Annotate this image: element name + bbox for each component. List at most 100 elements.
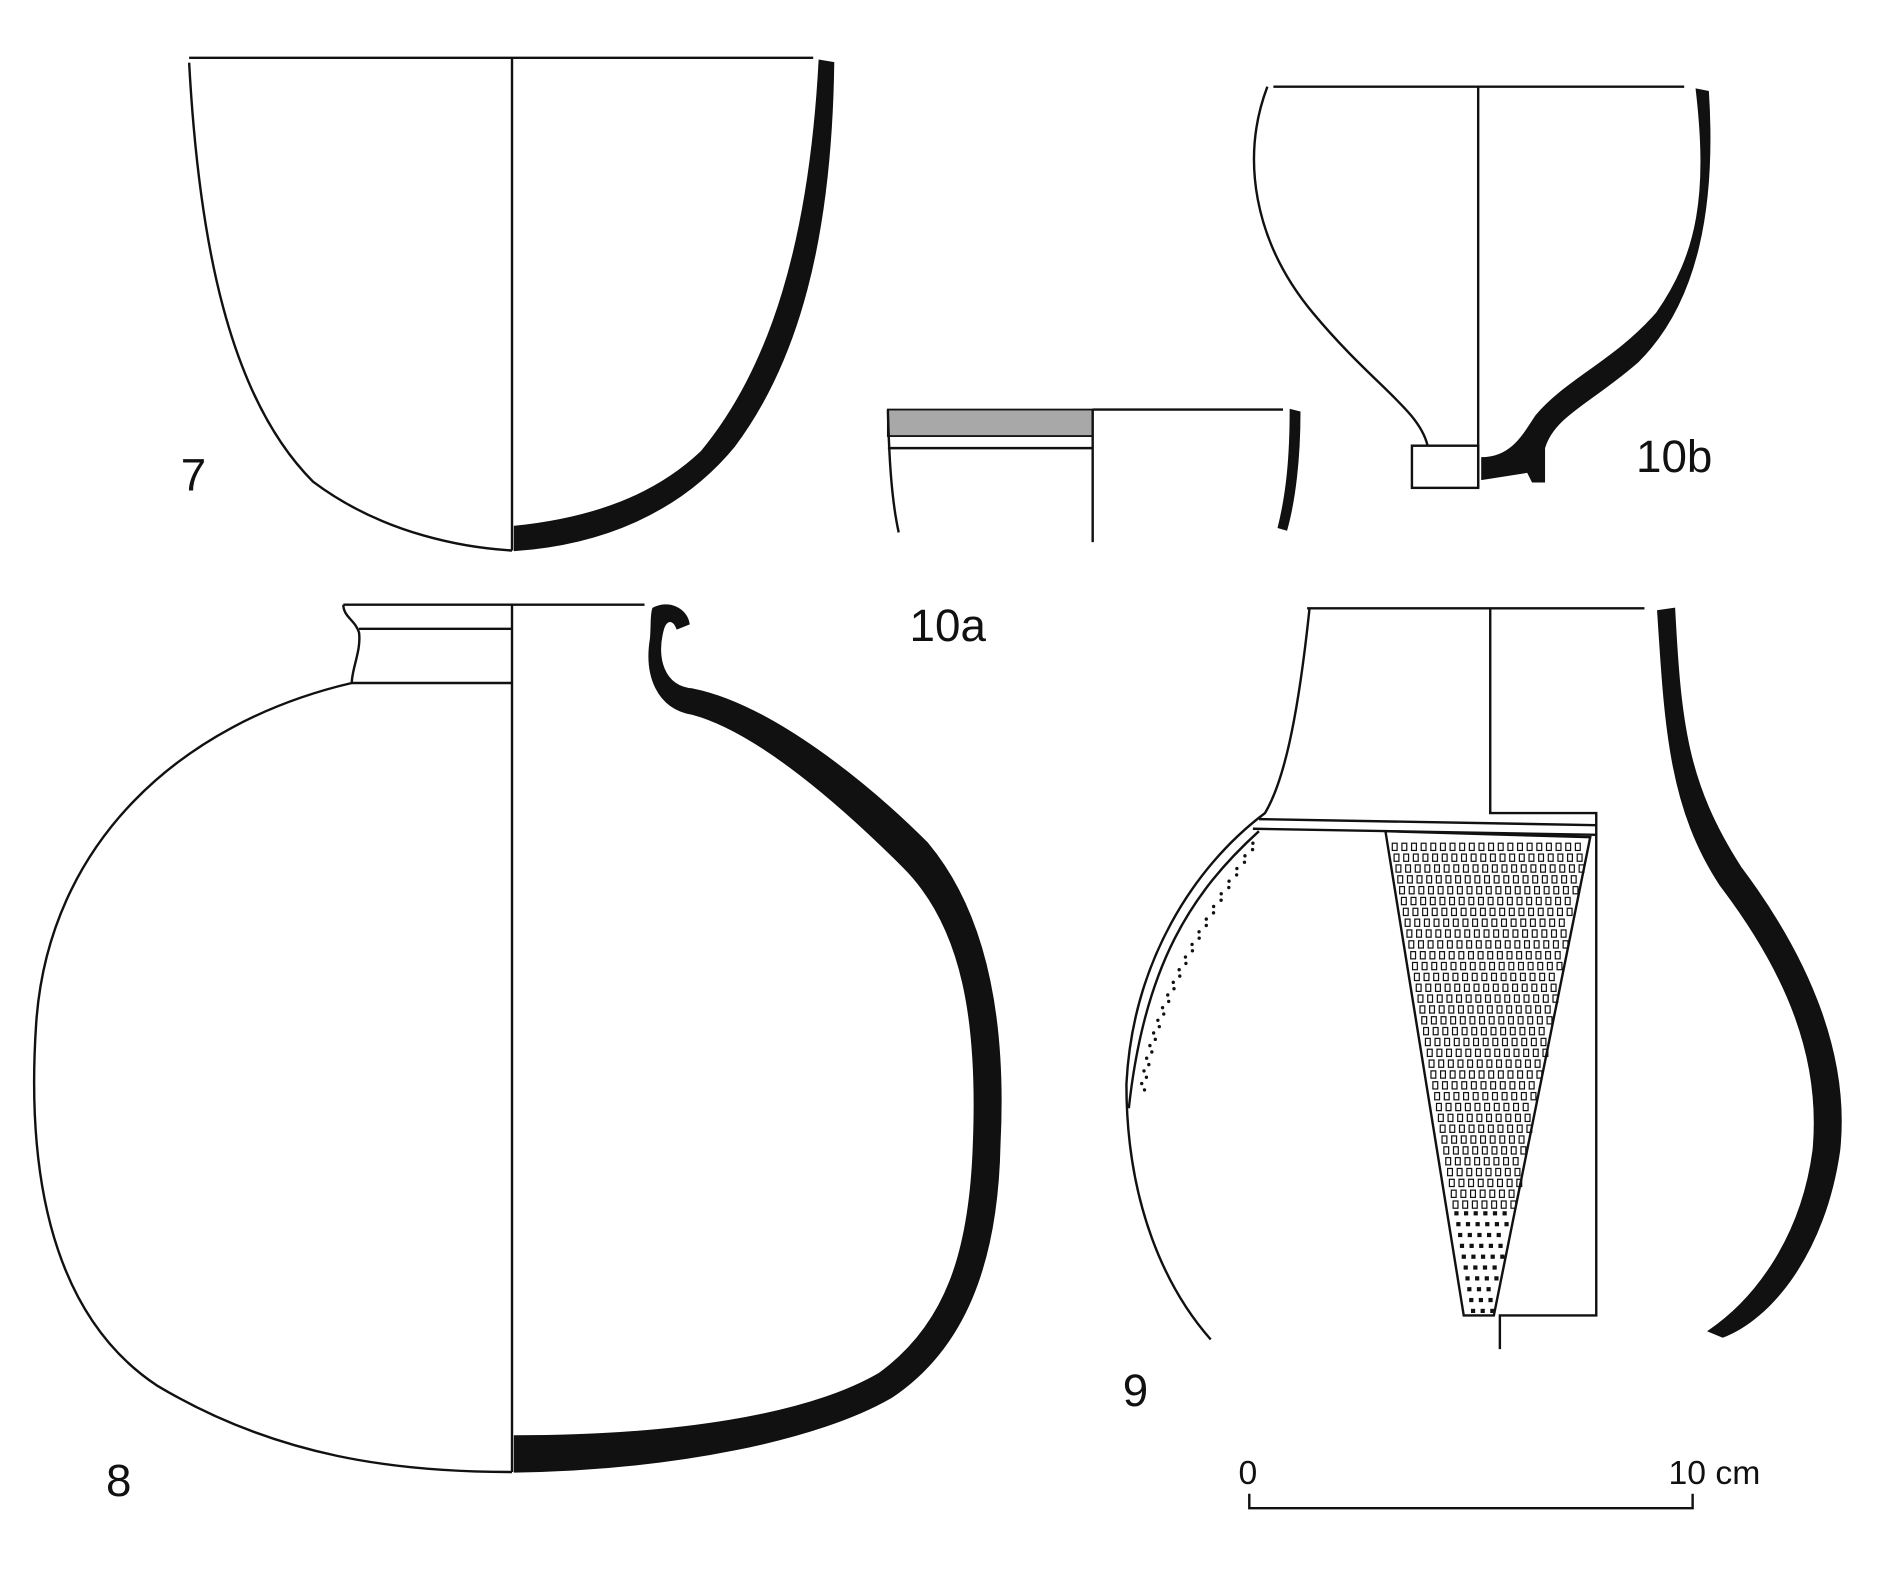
impression-mark [1437,885,1444,895]
impression-mark [1470,853,1477,862]
impression-mark [1475,994,1482,1003]
impression-mark [1427,940,1434,949]
impression-mark [1461,1254,1466,1259]
impression-mark [1485,940,1492,949]
impression-mark [1433,972,1440,982]
impression-mark [1441,853,1448,862]
stipple-dot [1160,1005,1165,1010]
impression-mark [1470,1081,1477,1090]
impression-mark [1488,1297,1493,1303]
stipple-dot [1151,1031,1156,1035]
impression-mark [1403,853,1410,862]
impressed-decoration [1140,841,1585,1314]
impression-mark [1461,1026,1468,1036]
impression-mark [1537,907,1544,917]
impression-mark [1554,951,1561,960]
impression-mark [1470,1308,1476,1314]
impression-mark [1432,1026,1439,1036]
impression-mark [1469,961,1476,971]
impression-mark [1496,1059,1503,1068]
impression-mark [1482,1091,1489,1101]
impression-mark [1465,1222,1471,1227]
impression-mark [1488,842,1495,852]
impression-mark [1505,1113,1512,1123]
impression-mark [1421,1016,1428,1025]
impression-mark [1446,994,1453,1003]
impression-mark [1443,918,1450,927]
impression-mark [1457,1059,1464,1068]
impression-mark [1450,907,1457,917]
impression-mark [1481,1200,1488,1209]
impression-mark [1489,1189,1496,1198]
impression-mark [1479,961,1486,971]
impression-mark [1519,972,1526,982]
impression-mark [1496,951,1503,960]
impression-mark [1509,1081,1516,1090]
impression-mark [1484,1102,1491,1112]
stipple-dot [1227,879,1231,883]
impression-mark [1455,1102,1462,1112]
impression-mark [1466,885,1473,895]
impression-mark [1420,896,1427,906]
impression-mark [1488,1016,1495,1025]
impression-mark [1495,1113,1502,1123]
impression-mark [1422,853,1429,862]
impression-mark [1480,1308,1485,1314]
impression-mark [1486,1287,1491,1292]
impression-mark [1454,1211,1459,1216]
impression-mark [1565,842,1572,852]
impression-mark [1535,1005,1542,1014]
impression-mark [1528,1081,1535,1090]
impression-mark [1462,1200,1469,1209]
impression-mark [1525,1005,1532,1014]
impression-mark [1509,1026,1516,1036]
impression-mark [1423,1026,1430,1036]
impression-mark [1452,918,1459,927]
impression-mark [1460,1135,1467,1144]
impression-mark [1555,842,1562,852]
impression-mark [1465,1276,1470,1281]
impression-mark [1497,1124,1504,1133]
impression-mark [1503,1102,1510,1112]
impression-mark [1535,896,1542,906]
impression-mark [1493,929,1500,938]
impression-mark [1439,896,1446,906]
impression-mark [1540,1037,1547,1047]
impression-mark [1400,896,1407,906]
stipple-dot [1148,1043,1152,1048]
impression-mark [1494,1048,1501,1058]
impression-mark [1492,1037,1499,1047]
impression-mark [1542,1048,1549,1058]
impression-mark [1473,1211,1478,1216]
impression-mark [1549,918,1556,927]
impression-mark [1544,1005,1551,1014]
impression-mark [1449,1070,1456,1079]
impression-mark [1472,1146,1479,1155]
impression-mark [1522,875,1529,884]
impression-mark [1504,994,1511,1003]
impression-mark [1500,1254,1505,1259]
impression-mark [1410,896,1417,906]
impression-mark [1552,994,1559,1003]
impression-mark [1504,1222,1509,1227]
impression-mark [1430,1016,1437,1025]
impression-mark [1463,1211,1469,1216]
impression-mark [1561,875,1568,884]
impression-mark [1500,1200,1507,1209]
impression-mark [1429,1005,1436,1014]
impression-mark [1497,842,1504,852]
stipple-dot [1162,1012,1166,1016]
impression-mark [1543,940,1550,949]
impression-mark [1457,1005,1464,1014]
stipple-dot [1142,1088,1147,1092]
impression-mark [1453,1091,1460,1101]
impression-mark [1489,853,1496,862]
impression-mark [1520,918,1527,927]
impression-mark [1453,864,1460,873]
impression-mark [1435,929,1442,938]
impression-mark [1437,940,1444,949]
impression-mark [1458,1124,1465,1133]
impression-mark [1463,983,1470,992]
stipple-dot [1219,892,1223,896]
stipple-dot [1243,854,1247,858]
